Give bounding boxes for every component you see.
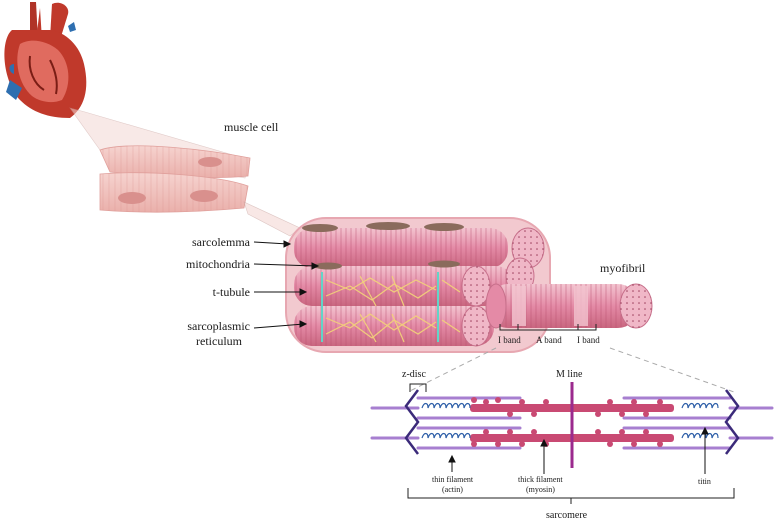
myofibril-illustration — [485, 283, 653, 329]
zoom-cell-to-fiber — [243, 201, 301, 237]
label-sarcolemma: sarcolemma — [192, 235, 251, 249]
label-reticulum: reticulum — [196, 334, 243, 348]
label-thick-filament-myosin: (myosin) — [526, 485, 555, 494]
label-sarcoplasmic: sarcoplasmic — [187, 319, 250, 333]
label-a-band: A band — [536, 335, 562, 345]
label-muscle-cell: muscle cell — [224, 120, 279, 134]
band-brackets — [499, 324, 597, 331]
label-t-tubule: t-tubule — [213, 285, 250, 299]
muscle-cell-illustration — [99, 145, 251, 213]
z-disc-bracket — [409, 383, 427, 392]
label-m-line: M line — [556, 369, 583, 380]
muscle-fiber-bundle — [285, 217, 551, 353]
label-mitochondria: mitochondria — [186, 257, 251, 271]
label-z-disc: z-disc — [402, 369, 426, 380]
z-disc-right — [724, 389, 740, 455]
label-i-band-left: I band — [498, 335, 521, 345]
heart-illustration — [4, 2, 87, 118]
label-thin-filament: thin filament — [432, 475, 474, 484]
label-thin-filament-actin: (actin) — [442, 485, 463, 494]
label-myofibril: myofibril — [600, 261, 646, 275]
label-i-band-right: I band — [577, 335, 600, 345]
zoom-line-right — [609, 347, 735, 393]
leader-lines — [253, 240, 709, 474]
label-sarcomere: sarcomere — [546, 510, 588, 521]
sarcomere-diagram — [370, 382, 774, 468]
label-titin: titin — [698, 477, 711, 486]
sarcomere-bracket — [407, 488, 735, 504]
z-disc-left — [404, 389, 420, 455]
label-thick-filament: thick filament — [518, 475, 563, 484]
zoom-line-left — [407, 347, 497, 393]
